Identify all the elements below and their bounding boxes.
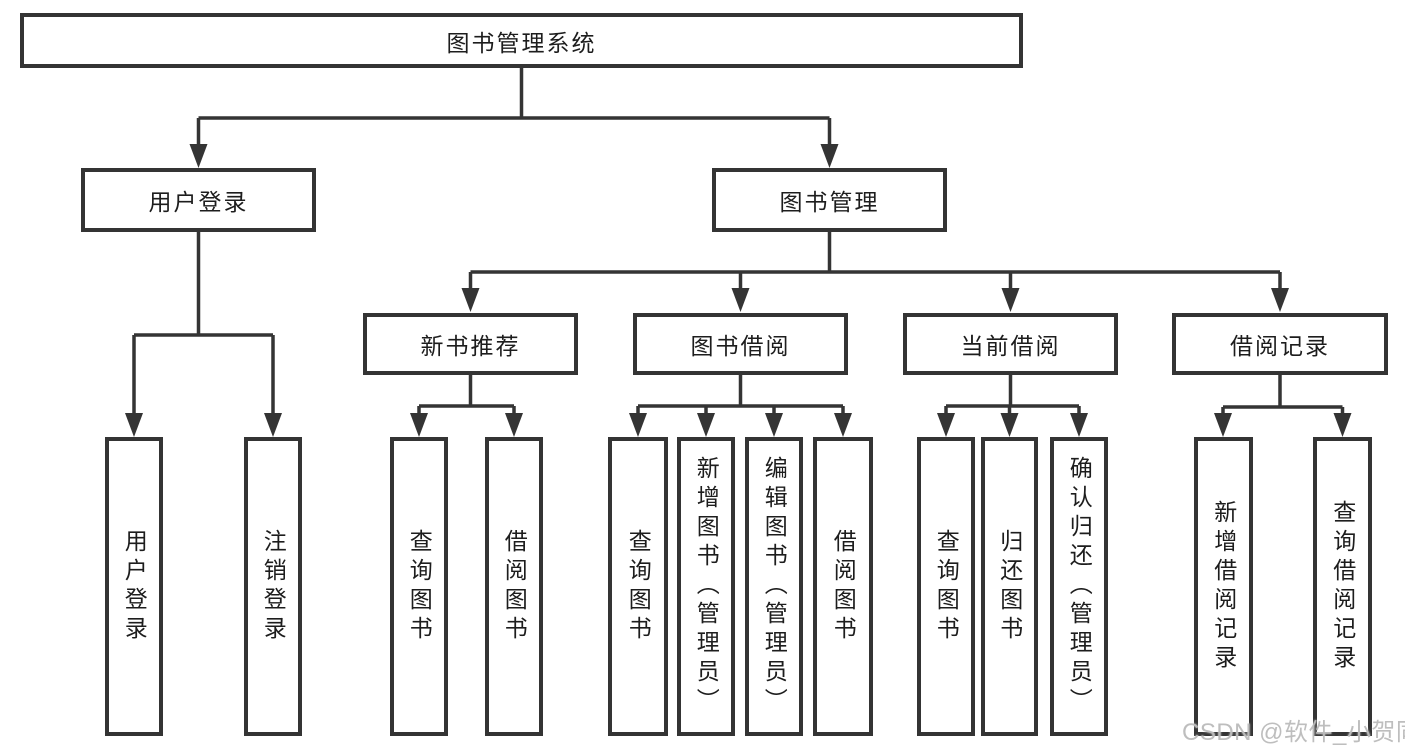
node-label: 图书借阅 xyxy=(690,333,791,359)
node-label: 图书管理 xyxy=(779,189,880,215)
node-library-management-system: 图书管理系统 xyxy=(20,13,1023,68)
node-label: 用户登录 xyxy=(121,528,148,645)
node-label: 新增图书（管理员） xyxy=(693,456,720,717)
leaf-newbook-query-books: 查询图书 xyxy=(390,437,448,736)
leaf-newbook-borrow-books: 借阅图书 xyxy=(485,437,543,736)
node-label: 借阅图书 xyxy=(830,528,857,645)
node-label: 归还图书 xyxy=(996,528,1023,645)
leaf-current-return-books: 归还图书 xyxy=(981,437,1038,736)
node-label: 图书管理系统 xyxy=(446,29,597,56)
node-label: 新增借阅记录 xyxy=(1210,499,1237,674)
node-label: 当前借阅 xyxy=(960,333,1061,359)
leaf-records-add-borrow-record: 新增借阅记录 xyxy=(1194,437,1253,736)
leaf-current-confirm-return-admin: 确认归还（管理员） xyxy=(1050,437,1108,736)
node-new-book-recommendation: 新书推荐 xyxy=(363,313,578,375)
node-label: 编辑图书（管理员） xyxy=(761,456,788,717)
node-book-management: 图书管理 xyxy=(712,168,947,232)
node-label: 查询图书 xyxy=(933,528,960,645)
node-label: 注销登录 xyxy=(260,528,287,645)
leaf-records-query-borrow-record: 查询借阅记录 xyxy=(1313,437,1372,736)
leaf-borrowing-query-books: 查询图书 xyxy=(608,437,668,736)
leaf-logout: 注销登录 xyxy=(244,437,302,736)
node-label: 查询借阅记录 xyxy=(1329,499,1356,674)
leaf-current-query-books: 查询图书 xyxy=(917,437,975,736)
leaf-borrowing-borrow-books: 借阅图书 xyxy=(813,437,873,736)
node-label: 新书推荐 xyxy=(420,333,521,359)
node-label: 借阅记录 xyxy=(1230,333,1330,359)
node-label: 用户登录 xyxy=(148,189,249,215)
leaf-borrowing-edit-books-admin: 编辑图书（管理员） xyxy=(745,437,803,736)
node-borrowing-records: 借阅记录 xyxy=(1172,313,1388,375)
node-label: 查询图书 xyxy=(406,528,433,645)
node-user-login: 用户登录 xyxy=(81,168,316,232)
node-book-borrowing: 图书借阅 xyxy=(633,313,848,375)
node-label: 确认归还（管理员） xyxy=(1066,456,1093,717)
leaf-borrowing-add-books-admin: 新增图书（管理员） xyxy=(677,437,735,736)
node-current-borrowing: 当前借阅 xyxy=(903,313,1118,375)
node-label: 借阅图书 xyxy=(501,528,528,645)
node-label: 查询图书 xyxy=(625,528,652,645)
leaf-user-login: 用户登录 xyxy=(105,437,163,736)
